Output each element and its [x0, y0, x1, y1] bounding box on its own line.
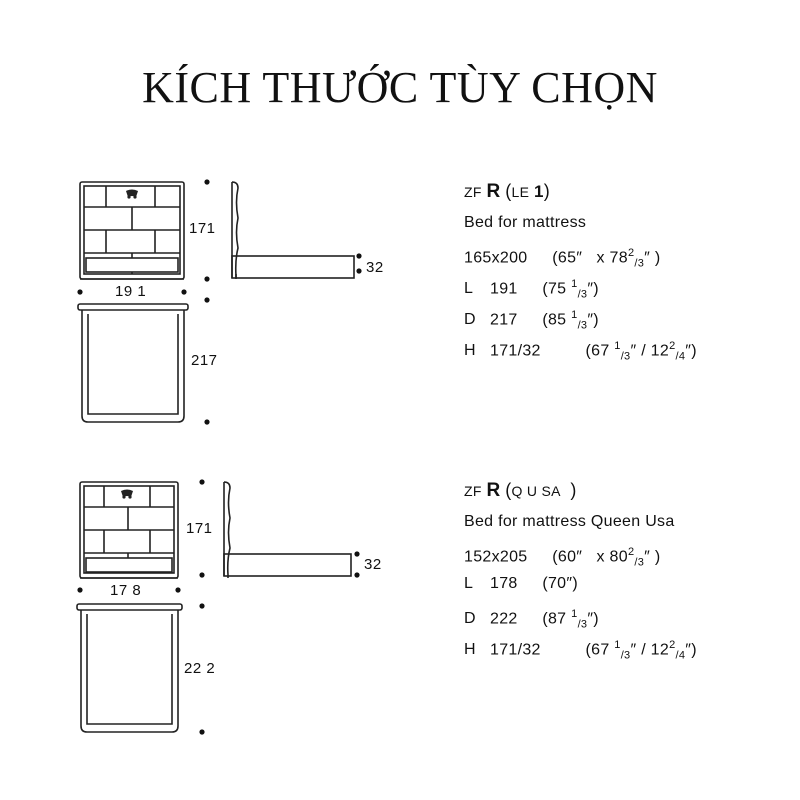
- depth-dimension: 22 2: [184, 660, 216, 677]
- foot-height-dimension: 32: [364, 556, 382, 573]
- product-description: Bed for mattress: [464, 214, 587, 231]
- bed-drawing-1: 171 32 19 1 217: [0, 170, 400, 470]
- front-view: [79, 481, 179, 579]
- bed-technical-drawing: [76, 479, 360, 735]
- product-spec-1: ZF R (LE 1) Bed for mattress 165x200 (65…: [464, 176, 794, 363]
- product-code: ZF R (Q U SA ): [464, 480, 577, 501]
- front-view: [79, 181, 185, 280]
- product-description: Bed for mattress Queen Usa: [464, 513, 675, 530]
- dimension-dots: [77, 179, 362, 425]
- top-view: [76, 603, 183, 733]
- width-dimension: 17 8: [110, 582, 142, 599]
- side-view: [223, 481, 352, 578]
- top-view: [77, 303, 189, 423]
- foot-height-dimension: 32: [366, 259, 384, 276]
- product-spec-2: ZF R (Q U SA ) Bed for mattress Queen Us…: [464, 475, 794, 662]
- mattress-size: 165x200 (65″ x 782/3″ ): [464, 247, 661, 270]
- width-dimension: 19 1: [115, 283, 147, 300]
- depth-dimension: 217: [191, 352, 218, 369]
- dimension-dots: [77, 479, 360, 735]
- mattress-size: 152x205 (60″ x 802/3″ ): [464, 546, 661, 569]
- height-dimension: 171: [186, 520, 213, 537]
- product-code: ZF R (LE 1): [464, 181, 551, 202]
- side-view: [231, 181, 355, 279]
- bed-drawing-2: 171 32 17 8 22 2: [0, 470, 400, 770]
- page-title: KÍCH THƯỚC TÙY CHỌN: [142, 63, 658, 112]
- bed-technical-drawing: [77, 179, 362, 425]
- logo-icon: [121, 489, 133, 499]
- height-dimension: 171: [189, 220, 216, 237]
- logo-icon: [126, 189, 138, 199]
